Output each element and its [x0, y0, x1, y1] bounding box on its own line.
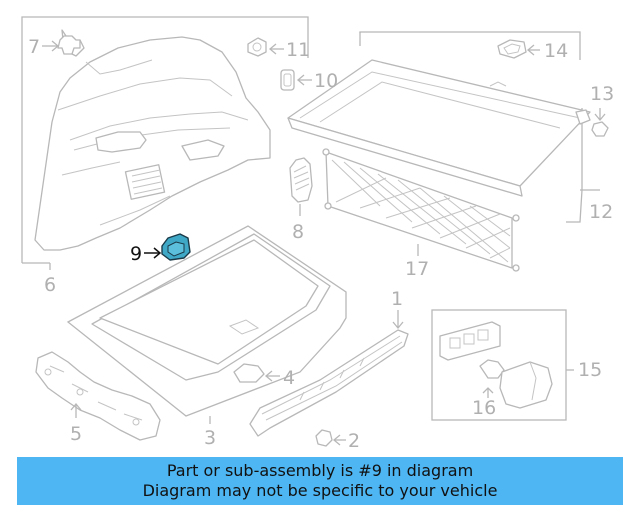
- part-6-group: [21, 16, 309, 270]
- callout-8: 8: [292, 221, 304, 243]
- info-banner: Part or sub-assembly is #9 in diagram Di…: [17, 457, 623, 505]
- part-10-bracket: [280, 69, 312, 91]
- part-4-cap: [233, 363, 280, 383]
- callout-17: 17: [405, 258, 429, 280]
- part-13-hook: [591, 108, 609, 137]
- callout-12: 12: [589, 201, 613, 223]
- callout-7: 7: [28, 36, 40, 58]
- callout-2: 2: [348, 430, 360, 452]
- part-14-cap: [497, 39, 540, 59]
- part-1-sill-plate: [249, 310, 409, 437]
- callout-6: 6: [44, 274, 56, 296]
- callout-11: 11: [286, 39, 310, 61]
- part-11-pin: [247, 37, 284, 57]
- callout-13: 13: [590, 83, 614, 105]
- callout-5: 5: [70, 423, 82, 445]
- part-7-clip: [42, 35, 81, 55]
- callout-14: 14: [544, 40, 568, 62]
- callout-4: 4: [283, 367, 295, 389]
- callout-15: 15: [578, 359, 602, 381]
- part-12-group: [287, 31, 600, 272]
- callout-10: 10: [314, 70, 338, 92]
- part-5-bracket: [35, 351, 161, 441]
- callout-16: 16: [472, 397, 496, 419]
- part-2-clip: [315, 429, 346, 447]
- part-8-cover: [289, 157, 313, 216]
- part-15-group: [431, 309, 574, 421]
- callout-9: 9: [130, 243, 142, 265]
- parts-diagram: 1 2 3 4 5 6 7 8 9 10 11 12 13 14 15 16 1…: [21, 16, 614, 452]
- part-9-highlighted: [144, 233, 191, 261]
- banner-line-1: Part or sub-assembly is #9 in diagram: [166, 461, 474, 480]
- callout-1: 1: [391, 288, 403, 310]
- part-3-floor-panel: [66, 225, 347, 424]
- banner-line-2: Diagram may not be specific to your vehi…: [142, 481, 498, 500]
- callout-3: 3: [204, 427, 216, 449]
